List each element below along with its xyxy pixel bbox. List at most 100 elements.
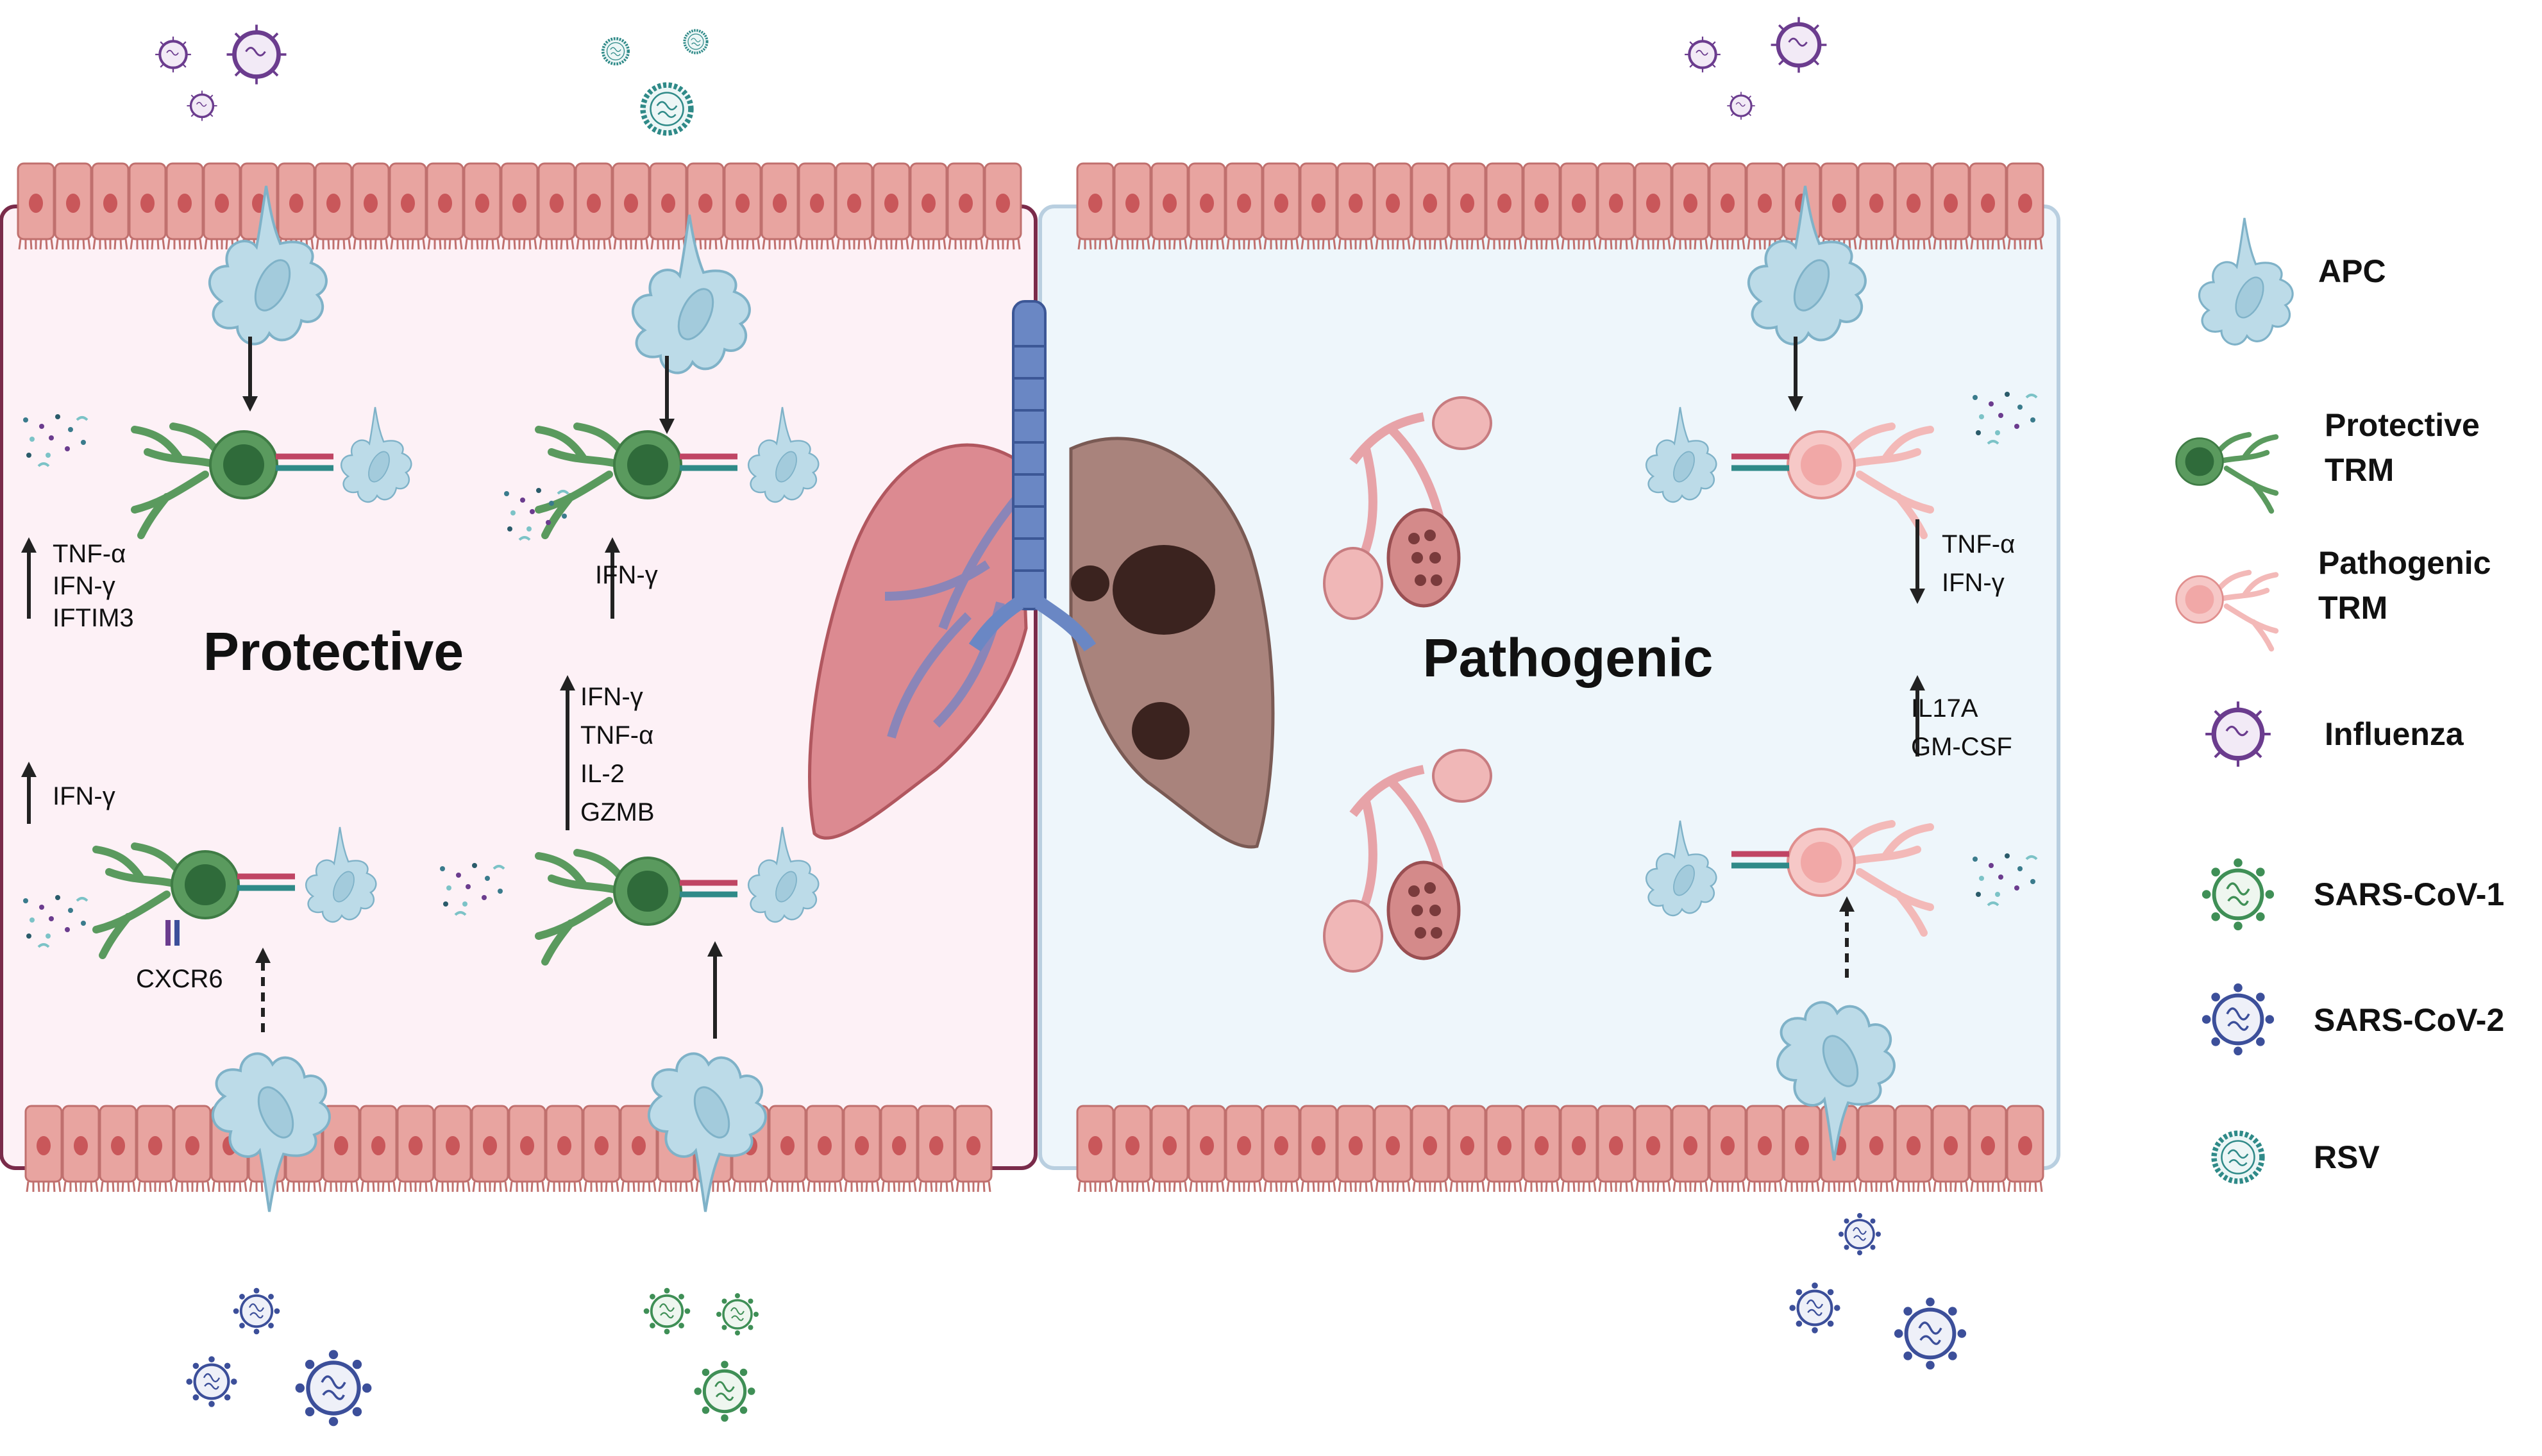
epithelial-cell <box>136 1105 174 1193</box>
p4-cytokine: IFN-γ <box>580 683 643 711</box>
arrows <box>21 337 1925 1039</box>
epithelial-cell <box>508 1105 546 1193</box>
lungs <box>808 300 1275 849</box>
influenza-icon <box>227 25 287 85</box>
legend-label: SARS-CoV-2 <box>2314 1002 2504 1038</box>
legend-label: SARS-CoV-1 <box>2314 876 2504 912</box>
epithelial-cell <box>612 162 650 251</box>
epithelial-cell <box>1671 1105 1710 1193</box>
sars-cov-2-icon <box>1789 1282 1840 1333</box>
legend-apc-icon <box>2198 217 2294 346</box>
epithelial-cell <box>1746 162 1784 251</box>
epithelial-cell <box>1188 162 1226 251</box>
epithelial-cell <box>1150 1105 1189 1193</box>
legend-protective-trm-icon <box>2176 435 2276 511</box>
epithelial-cell <box>1522 1105 1561 1193</box>
epithelial-cell <box>1262 1105 1300 1193</box>
pathogenic-title: Pathogenic <box>1423 628 1713 688</box>
sars-cov-1-icon <box>642 1286 692 1336</box>
epithelial-cell <box>1411 1105 1449 1193</box>
epithelial-cell <box>17 162 55 251</box>
epithelial-cell <box>1597 162 1635 251</box>
epithelial-cell <box>426 162 464 251</box>
epithelial-cell <box>203 162 241 251</box>
p1-cytokine: IFN-γ <box>53 572 115 600</box>
epithelial-cell <box>1448 162 1486 251</box>
influenza-icon <box>1685 37 1721 72</box>
rsv-icon <box>643 85 691 133</box>
legend-label: Influenza <box>2325 716 2464 752</box>
p4-cytokine: GZMB <box>580 798 655 826</box>
epithelial-cell <box>917 1105 955 1193</box>
epithelial-cell <box>1932 162 1970 251</box>
epithelial-cell <box>165 162 204 251</box>
sars-cov-2-icon <box>231 1286 282 1336</box>
epithelial-cell <box>1113 162 1152 251</box>
tcr-mhc-connectors <box>237 453 1789 898</box>
sars-cov-1-icon <box>2202 858 2274 930</box>
epithelial-cell <box>1820 162 1858 251</box>
epithelial-cell <box>649 162 687 251</box>
legend-pathogenic-trm-icon <box>2176 573 2276 649</box>
epithelial-cell <box>2006 1105 2044 1193</box>
epithelial-cell <box>128 162 167 251</box>
sars-cov-2-icon <box>1837 1212 1882 1257</box>
epithelial-cell <box>582 1105 621 1193</box>
epithelial-cell <box>798 162 836 251</box>
epithelial-cell <box>1225 162 1263 251</box>
epithelial-cell <box>54 162 92 251</box>
epithelial-cell <box>1374 1105 1412 1193</box>
epithelial-cell <box>1188 1105 1226 1193</box>
legend-label: APC <box>2318 253 2386 289</box>
epithelial-cell <box>1336 162 1375 251</box>
cxcr6-label: CXCR6 <box>136 965 223 993</box>
epithelial-cell <box>1485 162 1524 251</box>
epithelial-cell <box>1113 1105 1152 1193</box>
cxcr6-receptor <box>165 920 180 946</box>
epithelial-cell <box>1671 162 1710 251</box>
epithelial-cell <box>277 162 316 251</box>
epithelial-cell <box>396 1105 435 1193</box>
epithelial-cell <box>723 162 762 251</box>
rsv-icon <box>2214 1134 2262 1182</box>
epithelial-cell <box>62 1105 100 1193</box>
epithelial-cell <box>1708 162 1747 251</box>
epithelial-cell <box>1597 1105 1635 1193</box>
epithelial-cell <box>24 1105 63 1193</box>
epithelial-cell <box>984 162 1022 251</box>
epithelial-cell <box>1374 162 1412 251</box>
epithelial-cell <box>1969 1105 2007 1193</box>
epithelial-cell <box>575 162 613 251</box>
sars-cov-2-icon <box>296 1350 372 1427</box>
epithelial-cell <box>314 162 353 251</box>
p4-cytokine: IL-2 <box>580 760 625 788</box>
epithelial-cell <box>1225 1105 1263 1193</box>
epithelial-cell <box>1746 1105 1784 1193</box>
p3-cytokine: IFN-γ <box>53 782 115 810</box>
epithelial-cell <box>761 162 799 251</box>
epithelial-cell <box>1560 162 1598 251</box>
epithelial-cell <box>805 1105 844 1193</box>
epithelial-cell <box>500 162 539 251</box>
epithelial-cell <box>537 162 576 251</box>
epithelial-cell <box>1560 1105 1598 1193</box>
epithelial-cell <box>872 162 911 251</box>
epithelial-cell <box>1076 1105 1115 1193</box>
rsv-icon <box>684 30 707 53</box>
epithelial-cell <box>173 1105 212 1193</box>
epithelial-cell <box>1299 162 1338 251</box>
sars-cov-2-icon <box>1894 1298 1966 1369</box>
legend-label: RSV <box>2314 1139 2380 1175</box>
epithelial-cell <box>2006 162 2044 251</box>
sars-cov-1-icon <box>715 1292 760 1337</box>
sars-cov-2-icon <box>2202 983 2274 1055</box>
epithelial-cell <box>1411 162 1449 251</box>
epithelial-cell <box>99 1105 137 1193</box>
influenza-icon <box>1726 90 1756 121</box>
epithelial-cell <box>545 1105 584 1193</box>
epithelial-cell <box>359 1105 398 1193</box>
epithelial-cell <box>909 162 948 251</box>
p2-cytokine: IFN-γ <box>595 561 658 589</box>
